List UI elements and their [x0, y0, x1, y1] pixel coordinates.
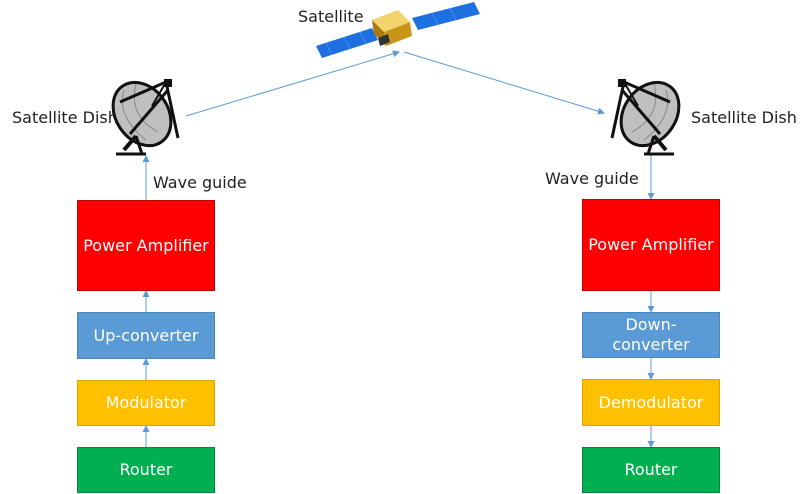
left-up-converter-label: Up-converter [93, 325, 199, 345]
right-down-converter-label-line1: Down- [625, 315, 677, 334]
satellite-dish-icon [610, 79, 681, 156]
left-wave-guide-label: Wave guide [153, 173, 247, 192]
right-router-box: Router [582, 447, 720, 493]
right-power-amplifier-label: Power Amplifier [588, 235, 714, 254]
right-demodulator-label: Demodulator [598, 392, 704, 412]
left-modulator-box: Modulator [77, 380, 215, 426]
left-dish-label: Satellite Dish [12, 108, 118, 127]
right-down-converter-box: Down- converter [582, 312, 720, 358]
right-router-label: Router [624, 460, 678, 479]
right-dish-label: Satellite Dish [691, 108, 797, 127]
right-wave-guide-label: Wave guide [545, 169, 639, 188]
satellite-dish-icon [111, 79, 180, 156]
left-router-box: Router [77, 447, 215, 493]
satellite-label: Satellite [298, 7, 364, 26]
right-demodulator-box: Demodulator [582, 379, 720, 426]
left-power-amplifier-label: Power Amplifier [83, 235, 209, 255]
left-up-converter-box: Up-converter [77, 312, 215, 359]
right-down-converter-label-line2: converter [612, 335, 690, 354]
downlink-line [403, 51, 605, 115]
left-power-amplifier-box: Power Amplifier [77, 200, 215, 291]
right-power-amplifier-box: Power Amplifier [582, 199, 720, 291]
uplink-line [185, 50, 400, 117]
left-router-label: Router [119, 460, 173, 479]
left-modulator-label: Modulator [105, 393, 187, 412]
